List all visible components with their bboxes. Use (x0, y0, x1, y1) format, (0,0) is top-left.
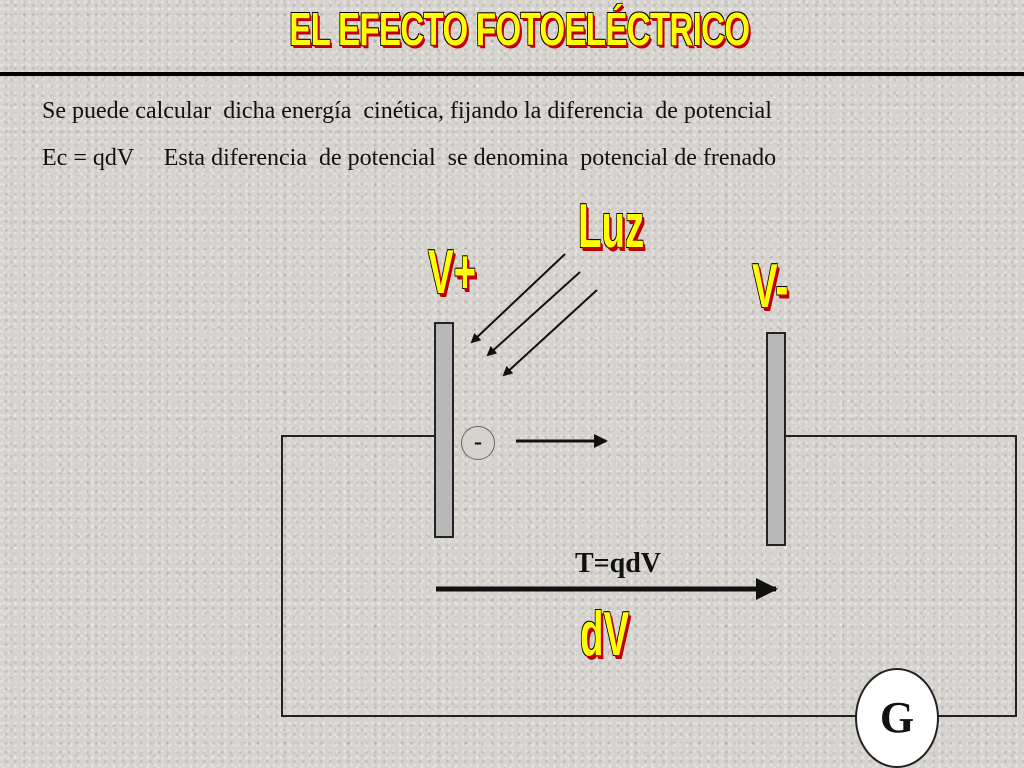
negative-plate (766, 332, 786, 546)
electron: - (461, 426, 495, 460)
slide-title: EL EFECTO FOTOELÉCTRICO (289, 3, 750, 55)
light-label: Luz (578, 192, 645, 261)
light-ray-arrow (470, 253, 566, 344)
negative-plate-label: V- (752, 252, 789, 321)
voltage-label: dV (580, 600, 630, 669)
light-ray-arrow (502, 289, 598, 377)
text-line-2: Ec = qdV Esta diferencia de potencial se… (42, 145, 777, 171)
positive-plate (434, 322, 454, 538)
title-divider (0, 72, 1024, 76)
energy-formula: T=qdV (575, 548, 661, 579)
galvanometer: G (855, 668, 939, 768)
light-ray-arrow (486, 271, 581, 357)
text-line-1: Se puede calcular dicha energía cinética… (42, 98, 772, 124)
circuit-wire (281, 435, 858, 717)
circuit-wire (785, 435, 1017, 717)
positive-plate-label: V+ (428, 238, 477, 307)
